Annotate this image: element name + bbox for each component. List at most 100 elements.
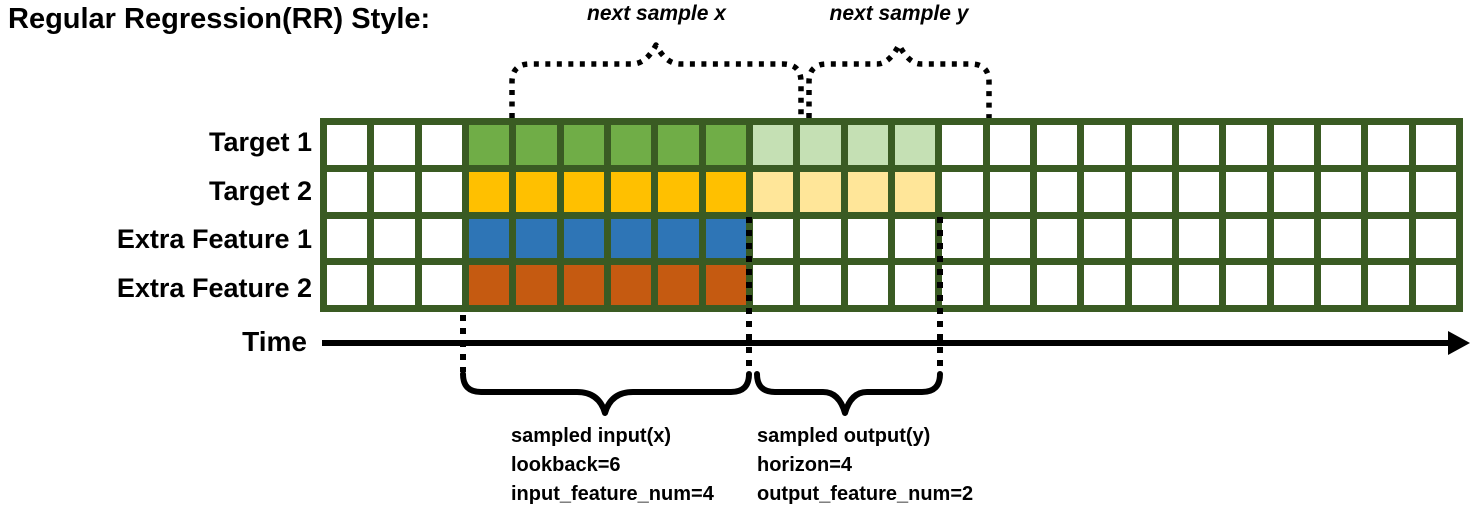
- grid-cell-extra-feature-2-col2: [374, 265, 415, 305]
- grid-cell-extra-feature-1-col7: [610, 218, 652, 259]
- grid-cell-extra-feature-1-col12: [847, 218, 888, 259]
- grid-cell-extra-feature-2-col15: [989, 265, 1030, 305]
- grid-cell-target-1-col4: [468, 125, 510, 165]
- grid-cell-target-1-col15: [989, 125, 1030, 165]
- grid-cell-target-1-col11: [800, 125, 841, 165]
- grid-cell-target-2-col21: [1273, 171, 1314, 212]
- grid-cell-extra-feature-2-col17: [1084, 265, 1125, 305]
- grid-cell-extra-feature-2-col4: [468, 265, 510, 305]
- grid-cell-target-1-col21: [1273, 125, 1314, 165]
- grid-cell-target-2-col3: [421, 171, 462, 212]
- grid-cell-target-2-col6: [563, 171, 604, 212]
- grid-cell-target-2-col7: [610, 171, 652, 212]
- grid-cell-target-2-col15: [989, 171, 1030, 212]
- row-label-target-2: Target 2: [208, 176, 312, 206]
- grid-cell-extra-feature-2-col3: [421, 265, 462, 305]
- grid-cell-extra-feature-1-col20: [1226, 218, 1267, 259]
- next-sample-y-label: next sample y: [829, 2, 969, 25]
- grid-cell-target-2-col22: [1320, 171, 1362, 212]
- lookback-value: lookback=6: [511, 454, 621, 476]
- grid-cell-extra-feature-1-col21: [1273, 218, 1314, 259]
- grid-cell-target-2-col8: [658, 171, 699, 212]
- grid-cell-target-2-col2: [374, 171, 415, 212]
- grid-cell-extra-feature-2-col13: [894, 265, 936, 305]
- grid-cell-target-2-col10: [752, 171, 794, 212]
- grid-cell-extra-feature-1-col15: [989, 218, 1030, 259]
- grid-cell-extra-feature-1-col22: [1320, 218, 1362, 259]
- grid-cell-extra-feature-1-col5: [516, 218, 557, 259]
- grid-cell-target-1-col16: [1036, 125, 1078, 165]
- grid-cell-target-1-col3: [421, 125, 462, 165]
- row-label-extra-feature-1: Extra Feature 1: [116, 224, 312, 254]
- grid-cell-target-1-col14: [942, 125, 983, 165]
- grid-cell-extra-feature-1-col1: [327, 218, 368, 259]
- grid-cell-target-1-col9: [705, 125, 746, 165]
- grid-cell-target-2-col16: [1036, 171, 1078, 212]
- sampled-output-brace: [754, 371, 943, 416]
- grid-cell-target-2-col9: [705, 171, 746, 212]
- grid-cell-target-1-col13: [894, 125, 936, 165]
- grid-cell-target-1-col24: [1415, 125, 1456, 165]
- grid-cell-extra-feature-1-col24: [1415, 218, 1456, 259]
- grid-cell-extra-feature-1-col18: [1131, 218, 1172, 259]
- grid-cell-target-1-col7: [610, 125, 652, 165]
- sampled-input-brace: [460, 371, 752, 416]
- grid-cell-extra-feature-2-col18: [1131, 265, 1172, 305]
- grid-cell-target-1-col19: [1178, 125, 1220, 165]
- grid-cell-target-1-col17: [1084, 125, 1125, 165]
- next-sample-x-brace: [509, 42, 804, 118]
- time-axis-label: Time: [242, 326, 307, 357]
- grid-cell-target-2-col14: [942, 171, 983, 212]
- grid-cell-target-2-col11: [800, 171, 841, 212]
- grid-cell-extra-feature-1-col4: [468, 218, 510, 259]
- grid-cell-extra-feature-1-col10: [752, 218, 794, 259]
- grid-cell-extra-feature-2-col5: [516, 265, 557, 305]
- grid-cell-extra-feature-1-col9: [705, 218, 746, 259]
- diagram-title: Regular Regression(RR) Style:: [8, 3, 431, 35]
- grid-cell-extra-feature-1-col14: [942, 218, 983, 259]
- grid-cell-extra-feature-2-col23: [1368, 265, 1409, 305]
- grid-cell-extra-feature-1-col6: [563, 218, 604, 259]
- grid-cell-extra-feature-2-col7: [610, 265, 652, 305]
- grid-cell-target-1-col2: [374, 125, 415, 165]
- grid-cell-extra-feature-1-col23: [1368, 218, 1409, 259]
- grid-cell-target-2-col12: [847, 171, 888, 212]
- grid-cell-extra-feature-1-col13: [894, 218, 936, 259]
- grid-cell-target-1-col8: [658, 125, 699, 165]
- grid-cell-extra-feature-1-col3: [421, 218, 462, 259]
- row-label-target-1: Target 1: [208, 127, 312, 157]
- grid-cell-extra-feature-2-col19: [1178, 265, 1220, 305]
- grid-cell-target-1-col10: [752, 125, 794, 165]
- grid-cell-target-1-col20: [1226, 125, 1267, 165]
- grid-cell-target-1-col5: [516, 125, 557, 165]
- grid-cell-extra-feature-1-col2: [374, 218, 415, 259]
- sample-grid: [320, 118, 1463, 312]
- grid-cell-extra-feature-1-col8: [658, 218, 699, 259]
- grid-cell-extra-feature-2-col9: [705, 265, 746, 305]
- output-feature-num-value: output_feature_num=2: [757, 483, 974, 505]
- grid-cell-target-2-col13: [894, 171, 936, 212]
- grid-cell-extra-feature-2-col11: [800, 265, 841, 305]
- sampled-input-note: sampled input(x) lookback=6 input_featur…: [511, 422, 714, 509]
- grid-cell-extra-feature-1-col16: [1036, 218, 1078, 259]
- grid-cell-target-2-col4: [468, 171, 510, 212]
- grid-cell-target-2-col5: [516, 171, 557, 212]
- grid-cell-target-2-col20: [1226, 171, 1267, 212]
- grid-cell-extra-feature-2-col6: [563, 265, 604, 305]
- next-sample-x-label: next sample x: [587, 2, 726, 25]
- next-sample-y-brace: [806, 42, 992, 118]
- grid-cell-target-1-col22: [1320, 125, 1362, 165]
- grid-cell-target-1-col23: [1368, 125, 1409, 165]
- grid-cell-extra-feature-2-col16: [1036, 265, 1078, 305]
- grid-cell-extra-feature-2-col24: [1415, 265, 1456, 305]
- grid-cell-extra-feature-1-col19: [1178, 218, 1220, 259]
- grid-cell-target-1-col1: [327, 125, 368, 165]
- grid-cell-target-1-col18: [1131, 125, 1172, 165]
- time-axis-arrowhead: [1448, 331, 1470, 355]
- grid-cell-extra-feature-2-col14: [942, 265, 983, 305]
- input-feature-num-value: input_feature_num=4: [511, 483, 714, 505]
- sampled-output-note: sampled output(y) horizon=4 output_featu…: [757, 422, 973, 509]
- horizon-value: horizon=4: [757, 454, 853, 476]
- grid-cell-extra-feature-2-col21: [1273, 265, 1314, 305]
